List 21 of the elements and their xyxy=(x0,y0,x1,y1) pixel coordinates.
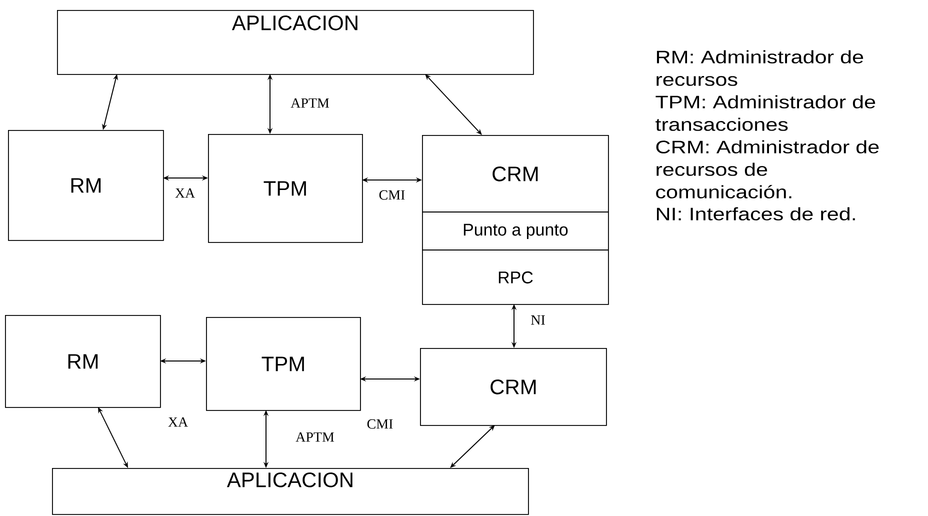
application-box: APLICACION xyxy=(57,10,534,75)
edge-label: CMI xyxy=(378,189,406,201)
definition-text: NI: Interfaces de red. xyxy=(656,207,855,220)
edge-label: XA xyxy=(174,187,196,199)
arrow xyxy=(425,74,482,135)
arrow xyxy=(450,425,495,468)
process-box: TPM xyxy=(206,317,361,411)
edge-label: NI xyxy=(530,314,546,326)
process-box: TPM xyxy=(208,134,363,243)
application-box: APLICACION xyxy=(52,468,529,515)
process-box: CRM xyxy=(420,348,607,426)
definition-text: TPM: Administrador de transacciones xyxy=(656,95,876,131)
definition-text: CRM: Administrador de recursos de comunicación. xyxy=(656,140,879,198)
process-box: RM xyxy=(8,130,164,241)
edge-label: APTM xyxy=(294,431,336,443)
edge-label: XA xyxy=(166,416,190,428)
edge-label: APTM xyxy=(290,97,330,109)
process-box: RM xyxy=(5,315,161,408)
layered-box: CRM Punto a punto RPC xyxy=(422,135,609,305)
definition-text: RM: Administrador de recursos xyxy=(656,50,864,86)
edge-label: CMI xyxy=(366,418,394,430)
